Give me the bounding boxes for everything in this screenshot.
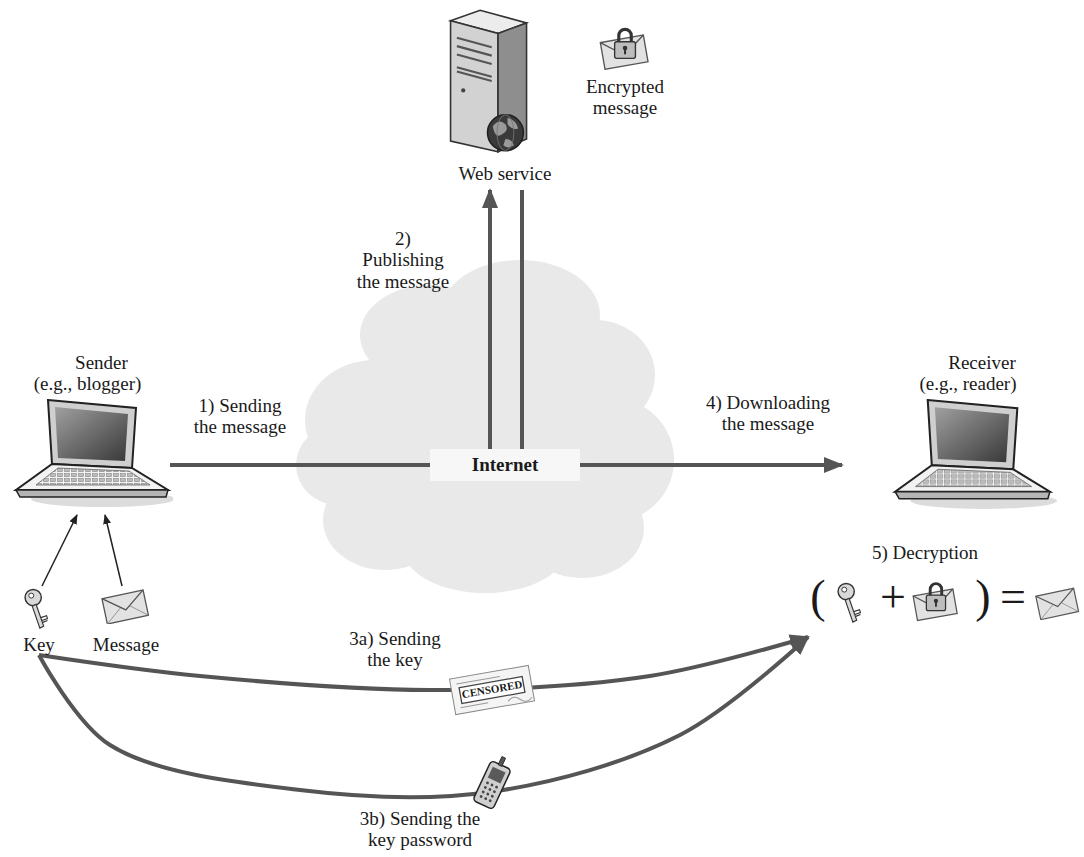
key-icon [838, 583, 860, 622]
formula-symbol: ) [968, 574, 998, 620]
node-text: 5) Decryption [872, 542, 978, 563]
icon-caption: Encrypted message [580, 76, 670, 119]
connector [170, 463, 430, 467]
node-text: Web service [459, 163, 552, 184]
encrypted-envelope-icon [600, 29, 648, 69]
node-text: Key [23, 634, 55, 655]
connector [488, 190, 492, 449]
node-text: Internet [472, 454, 538, 475]
connector [520, 190, 524, 449]
laptop-icon [16, 400, 175, 507]
node-text: Message [93, 634, 159, 655]
censored-stamp [449, 665, 534, 714]
node-text: Receiver (e.g., reader) [910, 352, 1026, 395]
formula-symbol: + [878, 574, 908, 620]
envelope-icon [102, 590, 148, 624]
internet-cloud [296, 260, 674, 593]
connector [42, 515, 77, 586]
edge-label: 3a) Sending the key [345, 628, 445, 671]
formula-symbol: = [998, 574, 1028, 620]
edge-label: 4) Downloading the message [703, 392, 833, 435]
encrypted-envelope-icon [913, 584, 957, 621]
key-item: Key [8, 586, 70, 655]
sender-laptop: Sender (e.g., blogger) [5, 352, 170, 515]
decryption-step: 5) Decryption [808, 542, 1080, 641]
edge-label: 2) Publishing the message [353, 228, 453, 292]
phone-icon [473, 753, 515, 809]
laptop-icon [895, 400, 1057, 509]
edge-label: 3b) Sending the key password [358, 808, 483, 851]
node-text: Sender (e.g., blogger) [30, 352, 146, 395]
server-node: Web service [438, 6, 572, 190]
edge-label: 1) Sending the message [190, 395, 290, 438]
connector [39, 637, 808, 797]
connector [580, 463, 842, 467]
internet-box: Internet [430, 449, 580, 481]
formula-symbol: ( [803, 574, 833, 620]
server-icon [451, 10, 527, 151]
envelope-icon [1036, 588, 1079, 619]
key-icon [25, 589, 47, 628]
receiver-laptop: Receiver (e.g., reader) [842, 352, 1080, 515]
message-item: Message [86, 586, 166, 655]
stamp-text: CENSORED [452, 676, 533, 702]
connector [105, 515, 122, 586]
